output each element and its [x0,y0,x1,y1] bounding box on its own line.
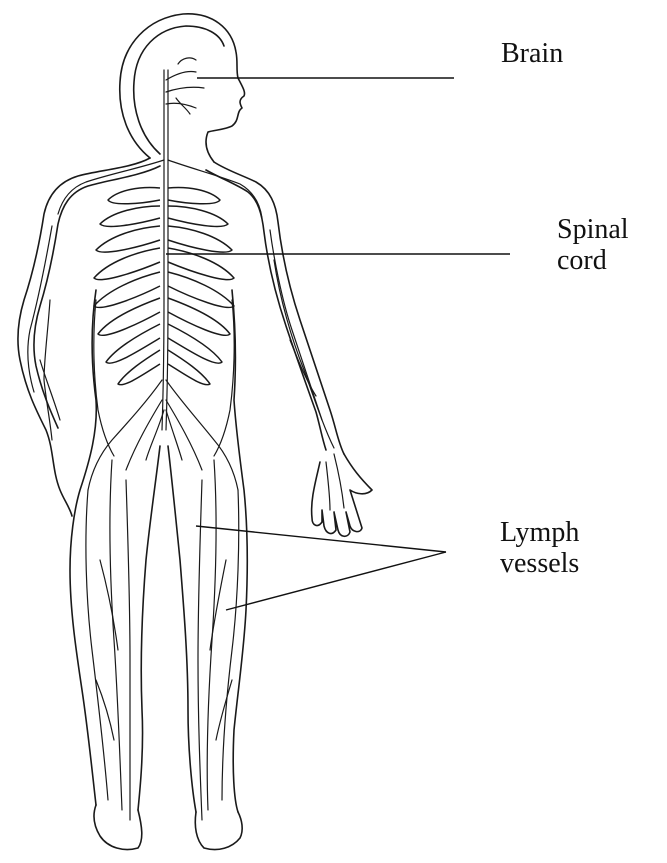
brain-branch-1 [166,71,196,80]
nerve-right-leg-3 [198,480,202,820]
nerve-pelvic-4 [166,400,202,470]
nerve-left-leg-3 [126,480,130,820]
nerve-right-leg-4 [210,560,226,650]
lymph-leader-line-lower [226,552,446,610]
rib-right-3 [168,226,232,252]
left-shoulder-inner [34,166,160,428]
nerve-pelvic-2 [126,400,162,470]
nerve-pelvic-1 [88,380,162,490]
nerve-left-leg-4 [100,560,118,650]
nerve-right-arm-1 [270,230,322,420]
rib-right-1 [168,188,220,204]
left-torso-outline [70,290,96,805]
lymph-leader-line-upper [196,526,446,552]
lymph-vessels-label: Lymph vessels [500,517,579,579]
rib-right-8 [168,350,210,385]
body-outline [18,14,372,850]
nerve-left-leg-1 [86,490,108,800]
right-shoulder-inner [206,170,326,450]
rib-left-3 [96,226,160,252]
nerve-left-arm-2 [44,300,52,440]
brain-branch-5 [176,98,190,114]
brain-label: Brain [501,38,563,69]
spinal-cord-label: Spinal cord [557,214,629,276]
nerve-shoulder-right [168,160,262,218]
nerve-right-hand-2 [326,462,330,510]
nerve-pelvic-3 [166,380,238,490]
left-leg-inner [138,446,160,810]
nerve-right-torso [214,300,234,456]
spinal-cord-line [162,70,164,430]
rib-right-2 [168,206,228,226]
left-foot-outline [94,805,142,850]
nerve-network [28,58,344,820]
nerve-right-leg-1 [222,490,239,800]
head-inner-outline [134,26,224,154]
brain-branch-4 [178,58,196,64]
rib-left-2 [100,206,160,226]
rib-left-7 [106,324,160,363]
rib-left-6 [98,298,160,335]
rib-left-8 [118,350,160,385]
nerve-right-arm-2 [274,260,334,448]
rib-right-6 [168,298,230,335]
rib-right-7 [168,324,222,363]
brain-branch-2 [166,87,204,92]
nerve-left-torso [94,300,114,456]
nerve-pelvic-5 [146,410,164,460]
rib-left-1 [108,188,160,204]
left-shoulder-outline [18,158,150,516]
right-leg-inner [168,446,196,812]
spinal-cord-line-2 [166,70,168,430]
nerve-right-hand-1 [334,454,344,508]
